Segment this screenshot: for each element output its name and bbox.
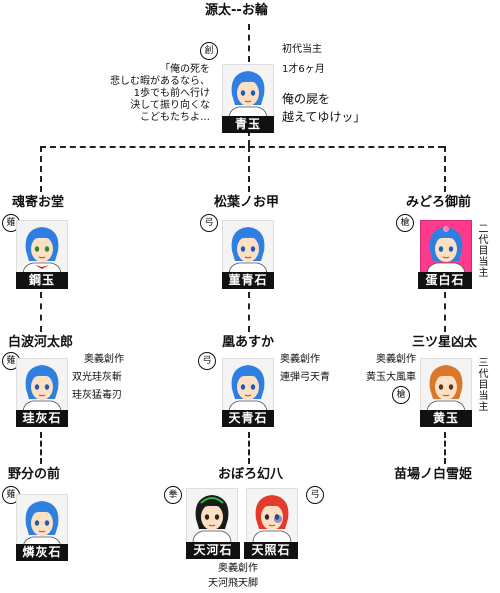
gen3-notes: 奥義創作 黄玉大風車 xyxy=(352,354,416,384)
line-gen2-mid-drop xyxy=(248,146,250,192)
founder-quote-left: 「俺の死を 悲しむ暇があるなら、 1歩でも前へ行け 決して振り向くな こどもたち… xyxy=(86,64,210,124)
founder-quote-right: 俺の屍を 越えてゆけッ」 xyxy=(282,92,365,124)
line-gen3-gen4-left xyxy=(40,432,42,464)
gen3-vertical-note: 三代目当主 xyxy=(478,358,489,413)
root-couple: 源太--お輪 xyxy=(205,4,268,18)
gen2-portrait xyxy=(16,220,68,276)
line-gen2-gen3-left xyxy=(40,292,42,332)
gen3-header: 白波河太郎 xyxy=(8,335,74,350)
founder-nameplate: 青玉 xyxy=(222,116,274,133)
quote-line: 「俺の死を xyxy=(160,64,210,75)
quote-line: 悲しむ暇があるなら、 xyxy=(110,76,210,87)
gen2-vertical-note: 二代目当主 xyxy=(478,224,489,279)
founder-age-note: 1才6ヶ月 xyxy=(282,64,325,75)
note-line: 双光珪灰斬 xyxy=(72,372,122,383)
gen3-portrait xyxy=(420,358,472,414)
gen2-header: みどろ御前 xyxy=(406,195,472,210)
root-father: 源太 xyxy=(205,3,232,18)
line-gen2-bar xyxy=(40,146,444,148)
gen3-header: 三ツ星凶太 xyxy=(412,335,478,350)
gen3-nameplate: 珪灰石 xyxy=(16,410,68,427)
line-founder-gen2 xyxy=(248,130,250,146)
gen4-badge-left: 拳 xyxy=(164,486,182,504)
gen4-portrait xyxy=(16,494,68,550)
gen2-badge: 槍 xyxy=(396,214,414,232)
gen2-badge: 弓 xyxy=(200,214,218,232)
gen4-note: 天河飛天脚 xyxy=(208,578,258,589)
gen3-badge: 弓 xyxy=(198,352,216,370)
line-gen2-right-drop xyxy=(444,146,446,192)
line-gen2-left-drop xyxy=(40,146,42,192)
quote-line: 決して振り向くな xyxy=(130,100,210,111)
gen4-header: おぼろ幻八 xyxy=(218,467,284,482)
gen4-nameplate: 燐灰石 xyxy=(16,544,68,561)
root-connector: -- xyxy=(231,3,242,18)
gen2-portrait xyxy=(222,220,274,276)
gen2-nameplate: 蛋白石 xyxy=(418,272,472,289)
note-line: 黄玉大風車 xyxy=(366,372,416,383)
line-gen3-gen4-mid xyxy=(248,432,250,464)
gen3-portrait xyxy=(222,358,274,414)
gen4-nameplate-right: 天照石 xyxy=(244,542,298,559)
gen4-badge: 薙 xyxy=(2,486,20,504)
founder-badge: 創 xyxy=(200,42,218,60)
note-line: 珪灰猛毒刃 xyxy=(72,390,122,401)
gen4-note: 奥義創作 xyxy=(218,563,258,574)
quote-line: こどもたちよ… xyxy=(140,112,210,123)
quote-line: 俺の屍を xyxy=(282,92,331,106)
note-line: 奥義創作 xyxy=(280,354,320,365)
founder-title-note: 初代当主 xyxy=(282,44,322,55)
gen2-header: 松葉ノお甲 xyxy=(214,195,280,210)
gen3-notes: 奥義創作 双光珪灰斬 珪灰猛毒刃 xyxy=(72,354,124,402)
quote-line: 越えてゆけッ」 xyxy=(282,110,366,124)
gen4-portrait-right xyxy=(246,488,298,544)
quote-line: 1歩でも前へ行け xyxy=(133,88,210,99)
gen3-header: 凰あすか xyxy=(222,335,275,350)
note-line: 奥義創作 xyxy=(376,354,416,365)
founder-portrait xyxy=(222,64,274,120)
gen3-nameplate: 天青石 xyxy=(222,410,274,427)
line-gen3-gen4-right xyxy=(444,432,446,464)
line-gen2-gen3-right xyxy=(444,292,446,332)
note-line: 連弾弓天青 xyxy=(280,372,330,383)
gen4-portrait-left xyxy=(186,488,238,544)
gen2-header: 魂寄お堂 xyxy=(12,195,65,210)
gen4-header: 野分の前 xyxy=(8,467,61,482)
note-line: 奥義創作 xyxy=(84,354,124,365)
gen2-portrait xyxy=(420,220,472,276)
gen2-nameplate: 鋼玉 xyxy=(16,272,68,289)
line-gen2-gen3-mid xyxy=(248,292,250,332)
gen4-badge-right: 弓 xyxy=(306,486,324,504)
gen3-badge: 槍 xyxy=(392,386,410,404)
gen3-portrait xyxy=(16,358,68,414)
gen3-notes: 奥義創作 連弾弓天青 xyxy=(280,354,330,384)
root-mother: お輪 xyxy=(241,3,268,18)
gen4-header: 苗場ノ白雪姫 xyxy=(394,467,473,482)
gen3-nameplate: 黄玉 xyxy=(420,410,472,427)
gen2-nameplate: 菫青石 xyxy=(222,272,274,289)
line-root-founder xyxy=(248,24,250,62)
gen4-nameplate-left: 天河石 xyxy=(186,542,240,559)
